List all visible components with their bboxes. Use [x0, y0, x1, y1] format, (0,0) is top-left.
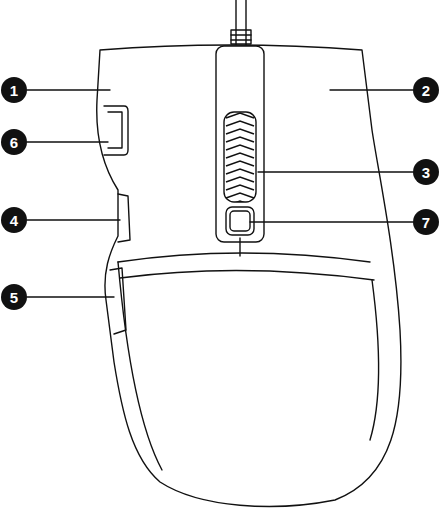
- callout-number: 3: [413, 159, 439, 185]
- callout-number: 6: [1, 129, 27, 155]
- callout-number: 5: [1, 284, 27, 310]
- callout-number: 2: [413, 77, 439, 103]
- callout-number: 4: [1, 207, 27, 233]
- callout-number: 1: [1, 77, 27, 103]
- callout-number: 7: [413, 209, 439, 235]
